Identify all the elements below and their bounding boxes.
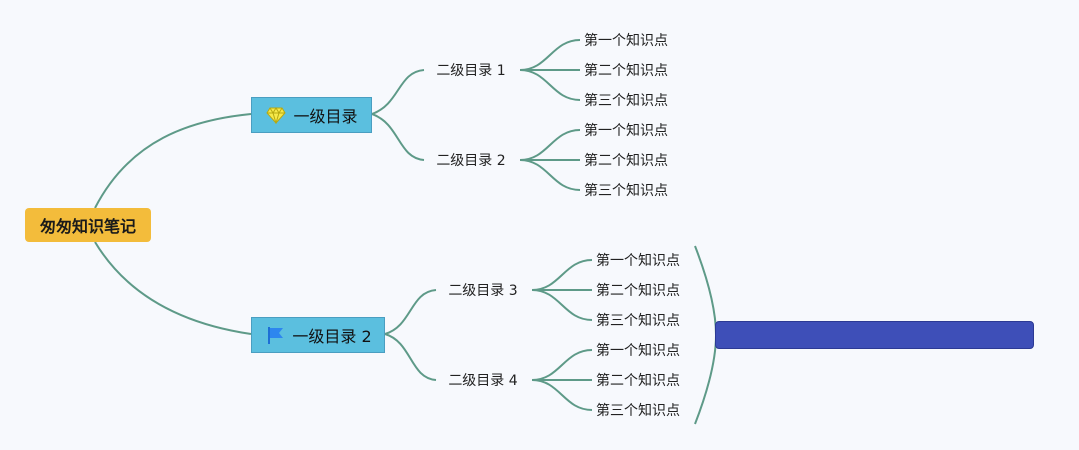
flag-icon (264, 324, 286, 346)
connector (371, 113, 425, 161)
leaf-topic[interactable]: 第三个知识点 (594, 398, 680, 422)
connector (384, 333, 437, 381)
subtopic-label: 二级目录 4 (448, 373, 518, 389)
leaf-topic[interactable]: 第三个知识点 (582, 178, 668, 202)
branch-topic-label: 一级目录 2 (292, 327, 372, 346)
leaf-label: 第二个知识点 (584, 153, 668, 169)
leaf-topic[interactable]: 第三个知识点 (594, 308, 680, 332)
connector (531, 349, 593, 381)
connector (531, 259, 593, 291)
branch-topic-1[interactable]: 一级目录 (251, 97, 372, 133)
leaf-topic[interactable]: 第二个知识点 (582, 58, 668, 82)
connector (94, 241, 252, 335)
connector (519, 129, 581, 161)
leaf-topic[interactable]: 第三个知识点 (582, 88, 668, 112)
leaf-topic[interactable]: 第二个知识点 (594, 278, 680, 302)
connector (531, 379, 593, 411)
leaf-label: 第三个知识点 (596, 313, 680, 329)
summary-topic[interactable] (715, 321, 1034, 349)
leaf-topic[interactable]: 第一个知识点 (582, 118, 668, 142)
leaf-label: 第一个知识点 (596, 343, 680, 359)
leaf-label: 第三个知识点 (584, 183, 668, 199)
leaf-topic[interactable]: 第一个知识点 (582, 28, 668, 52)
leaf-label: 第一个知识点 (584, 123, 668, 139)
connector (371, 69, 425, 115)
leaf-label: 第二个知识点 (596, 283, 680, 299)
subtopic-1[interactable]: 二级目录 1 (426, 58, 516, 82)
subtopic-2[interactable]: 二级目录 2 (426, 148, 516, 172)
connector (519, 159, 581, 191)
subtopic-label: 二级目录 3 (448, 283, 518, 299)
summary-brace (694, 245, 718, 425)
connector (519, 69, 581, 101)
subtopic-4[interactable]: 二级目录 4 (438, 368, 528, 392)
subtopic-3[interactable]: 二级目录 3 (438, 278, 528, 302)
subtopic-label: 二级目录 1 (436, 63, 506, 79)
leaf-label: 第三个知识点 (596, 403, 680, 419)
leaf-label: 第一个知识点 (584, 33, 668, 49)
leaf-label: 第三个知识点 (584, 93, 668, 109)
leaf-topic[interactable]: 第一个知识点 (594, 248, 680, 272)
branch-topic-2[interactable]: 一级目录 2 (251, 317, 385, 353)
leaf-label: 第一个知识点 (596, 253, 680, 269)
connector (519, 39, 581, 71)
leaf-topic[interactable]: 第二个知识点 (582, 148, 668, 172)
connector (94, 113, 252, 209)
connector (531, 289, 593, 321)
root-topic[interactable]: 匆匆知识笔记 (25, 208, 151, 242)
subtopic-label: 二级目录 2 (436, 153, 506, 169)
leaf-label: 第二个知识点 (584, 63, 668, 79)
branch-topic-label: 一级目录 (293, 107, 358, 126)
connector (384, 289, 437, 335)
leaf-label: 第二个知识点 (596, 373, 680, 389)
leaf-topic[interactable]: 第一个知识点 (594, 338, 680, 362)
diamond-icon (265, 104, 287, 126)
leaf-topic[interactable]: 第二个知识点 (594, 368, 680, 392)
root-topic-label: 匆匆知识笔记 (39, 217, 136, 236)
